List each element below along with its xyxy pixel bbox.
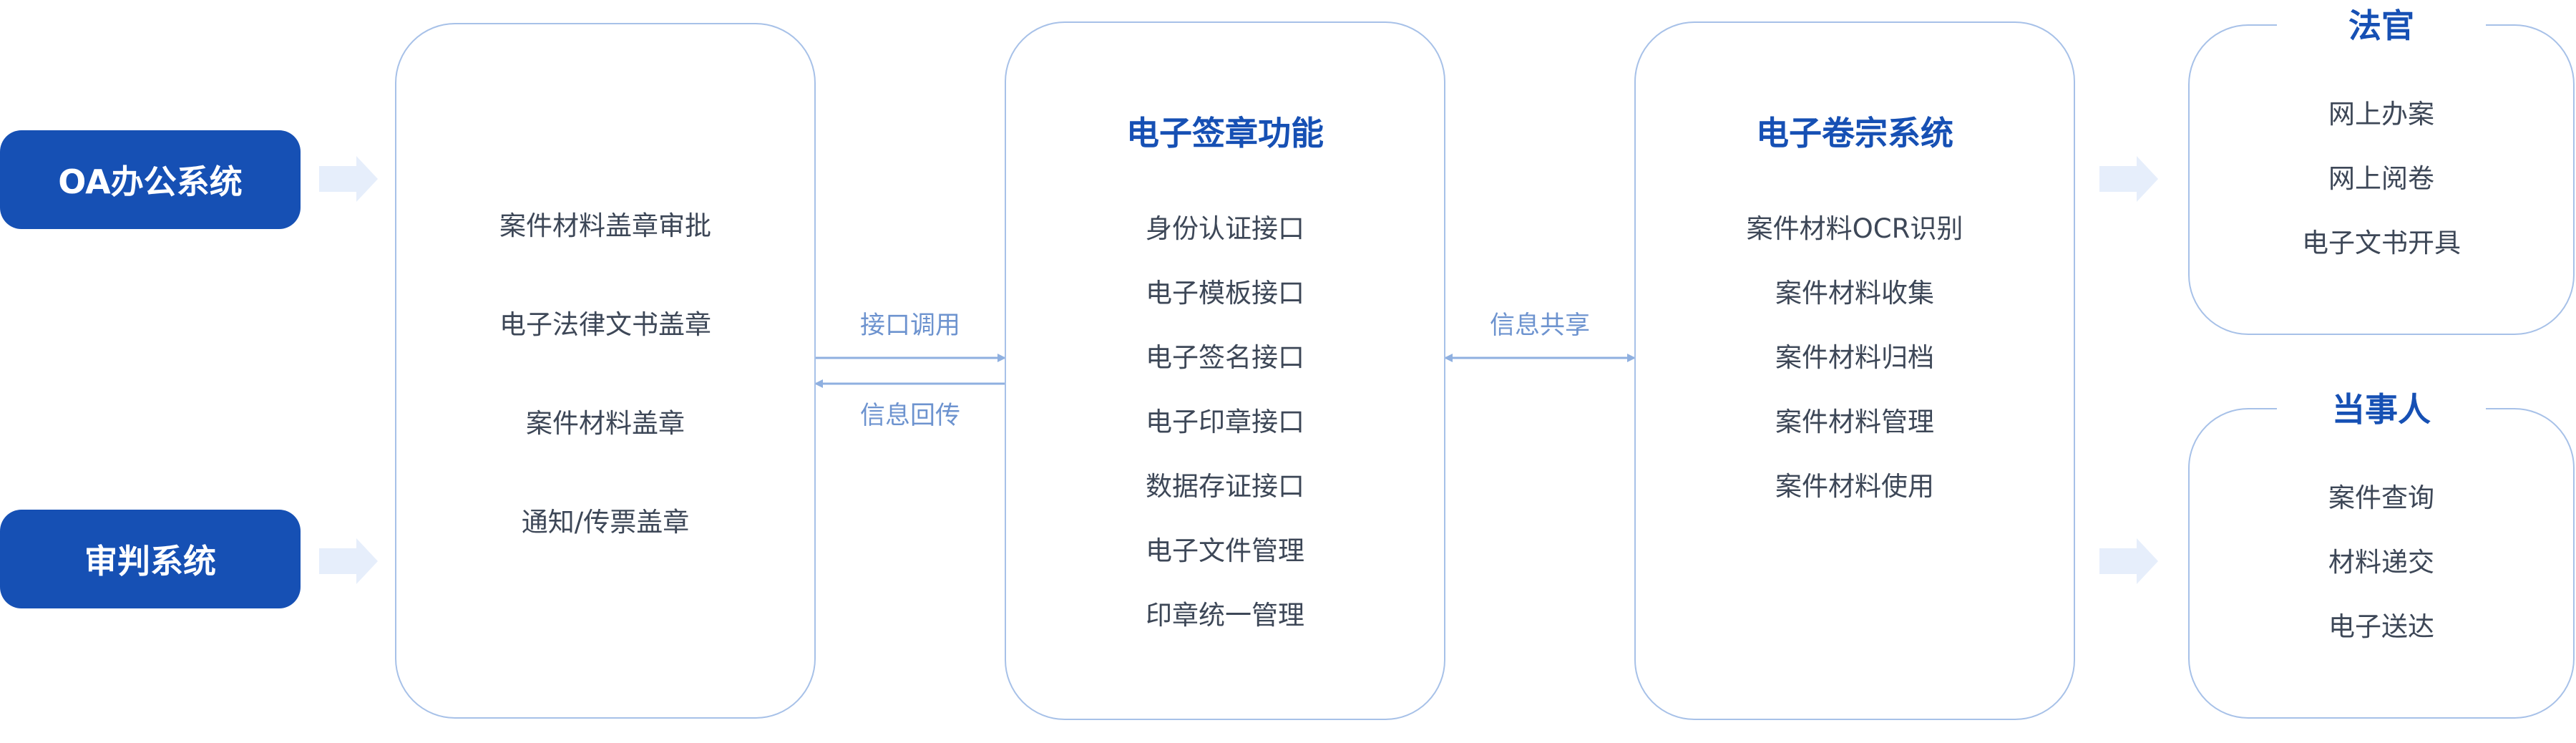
approval-item: 案件材料盖章审批 <box>499 210 711 241</box>
esign-panel-title: 电子签章功能 <box>1126 114 1324 152</box>
trial-system-node: 审判系统 <box>0 510 301 608</box>
party-group-title: 当事人 <box>2277 388 2486 431</box>
judge-block-arrow <box>2099 156 2158 202</box>
archive-panel-title: 电子卷宗系统 <box>1756 114 1953 152</box>
judge-item: 网上阅卷 <box>2328 163 2434 194</box>
oa-block-arrow <box>319 156 378 202</box>
esign-item: 数据存证接口 <box>1146 471 1304 502</box>
approval-item: 通知/传票盖章 <box>521 507 690 538</box>
archive-item: 案件材料使用 <box>1775 471 1934 502</box>
esign-item: 电子文件管理 <box>1146 535 1304 566</box>
oa-system-node: OA办公系统 <box>0 130 301 229</box>
party-group: 案件查询 材料递交 电子送达 <box>2188 408 2575 719</box>
esign-item: 电子模板接口 <box>1146 278 1304 309</box>
trial-block-arrow <box>319 538 378 584</box>
archive-panel: 电子卷宗系统 案件材料OCR识别 案件材料收集 案件材料归档 案件材料管理 案件… <box>1634 21 2075 720</box>
approval-item: 电子法律文书盖章 <box>499 309 711 340</box>
judge-group: 网上办案 网上阅卷 电子文书开具 <box>2188 24 2575 335</box>
info-share-label: 信息共享 <box>1489 311 1590 340</box>
party-item: 材料递交 <box>2328 547 2434 578</box>
esign-item: 电子签名接口 <box>1146 342 1304 373</box>
interface-call-label: 接口调用 <box>859 311 960 340</box>
esign-item: 身份认证接口 <box>1146 213 1304 244</box>
party-item: 案件查询 <box>2328 482 2434 513</box>
archive-item: 案件材料OCR识别 <box>1746 213 1963 244</box>
archive-item: 案件材料管理 <box>1775 407 1934 437</box>
archive-item: 案件材料归档 <box>1775 342 1934 373</box>
party-item: 电子送达 <box>2328 611 2434 642</box>
info-return-label: 信息回传 <box>859 402 960 430</box>
party-block-arrow <box>2099 538 2158 584</box>
approval-item: 案件材料盖章 <box>526 408 685 439</box>
esign-item: 印章统一管理 <box>1146 600 1304 631</box>
archive-item: 案件材料收集 <box>1775 278 1934 309</box>
esign-item: 电子印章接口 <box>1146 407 1304 437</box>
esign-panel: 电子签章功能 身份认证接口 电子模板接口 电子签名接口 电子印章接口 数据存证接… <box>1005 21 1445 720</box>
judge-item: 电子文书开具 <box>2302 228 2461 258</box>
judge-item: 网上办案 <box>2328 99 2434 130</box>
approval-panel: 案件材料盖章审批 电子法律文书盖章 案件材料盖章 通知/传票盖章 <box>395 23 816 719</box>
judge-group-title: 法官 <box>2277 4 2486 47</box>
